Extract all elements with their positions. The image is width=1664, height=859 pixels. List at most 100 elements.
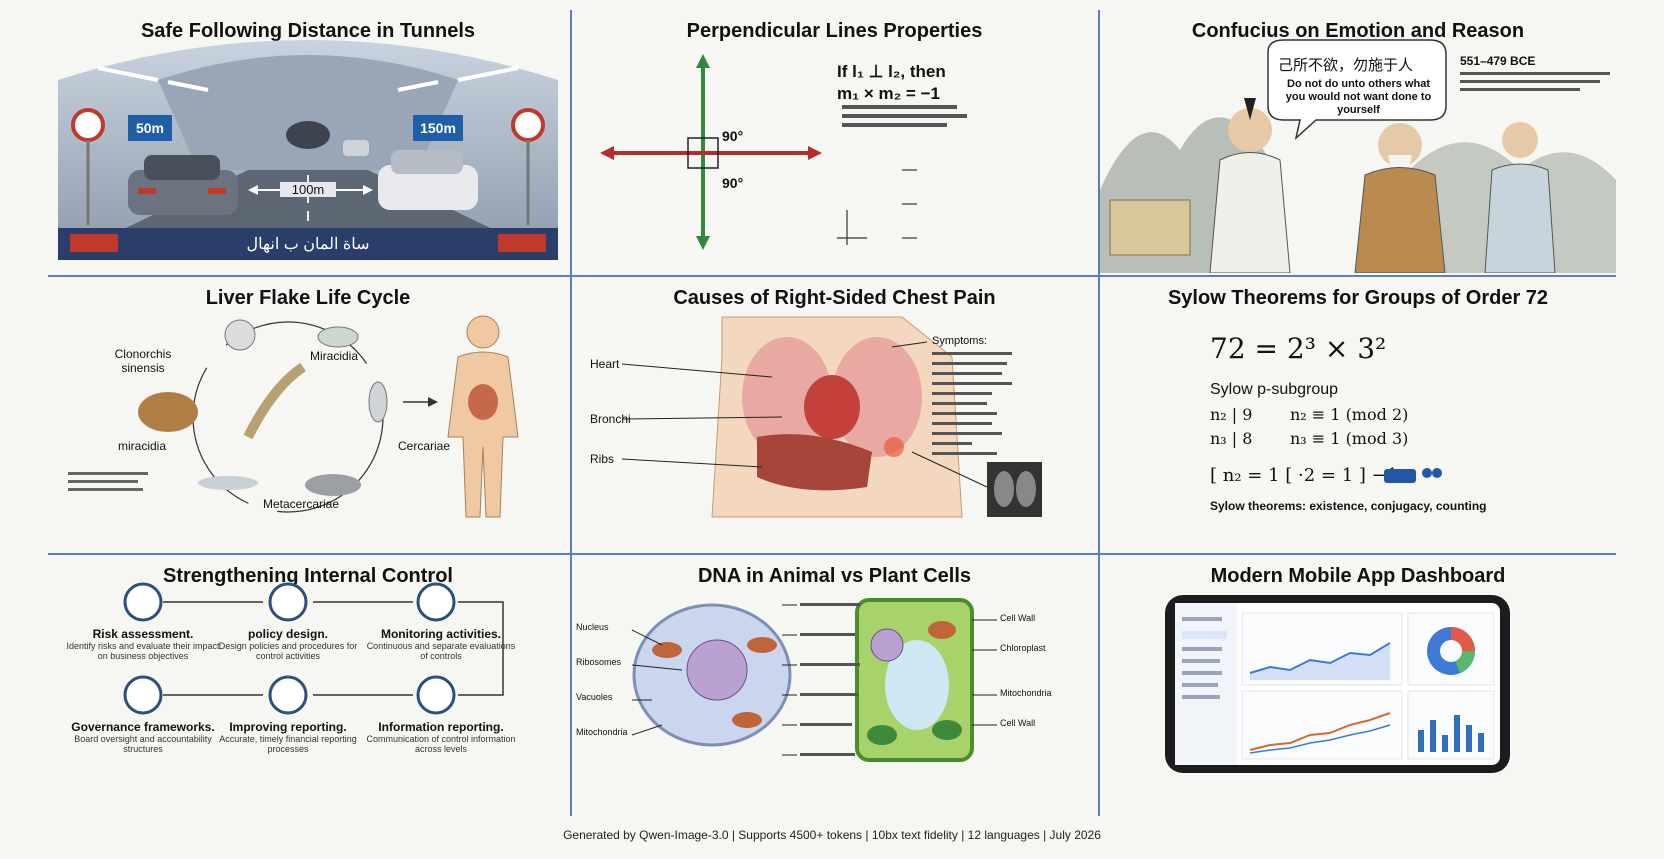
chloroplast bbox=[932, 720, 962, 740]
grid-divider bbox=[570, 10, 572, 816]
redia-icon bbox=[368, 381, 388, 423]
panel-title: DNA in Animal vs Plant Cells bbox=[697, 565, 972, 587]
no-overtaking-sign-icon bbox=[511, 108, 545, 142]
life-cycle-label: Cercariae bbox=[398, 439, 451, 453]
distance-label: 100m bbox=[280, 182, 336, 197]
control-step: Monitoring activities. Continuous and se… bbox=[366, 627, 516, 661]
mobile-dashboard-panel: Modern Mobile App Dashboard bbox=[1100, 555, 1616, 816]
sylow-footer: Sylow theorems: existence, conjugacy, co… bbox=[1210, 499, 1487, 513]
panel-title: Confucius on Emotion and Reason bbox=[1191, 20, 1525, 42]
sylow-conclusion: [ n₂ = 1 [ ·2 = 1 ] −1₂ bbox=[1210, 465, 1406, 486]
chest-anatomy-diagram bbox=[621, 316, 1042, 518]
liver bbox=[757, 434, 872, 491]
chloroplast bbox=[867, 725, 897, 745]
control-step: Governance frameworks. Board oversight a… bbox=[71, 720, 215, 754]
sylow-condition: n₃ | 8 bbox=[1210, 429, 1253, 448]
disciple-figure bbox=[1484, 122, 1556, 273]
bar-chart bbox=[1418, 715, 1484, 752]
animal-cell-label: Vacuoles bbox=[576, 692, 613, 702]
animal-cell-label: Mitochondria bbox=[576, 727, 628, 737]
control-step: policy design. Design policies and proce… bbox=[218, 627, 358, 661]
grid-divider bbox=[48, 553, 1616, 555]
nucleus bbox=[870, 628, 904, 662]
miracidium-icon bbox=[317, 326, 359, 348]
plant-cell-label: Mitochondria bbox=[1000, 688, 1052, 698]
panel-title: Perpendicular Lines Properties bbox=[686, 20, 983, 42]
chest-label: Heart bbox=[590, 357, 620, 371]
confucius-panel: Confucius on Emotion and Reason bbox=[1100, 10, 1616, 273]
grid-divider bbox=[48, 275, 1616, 277]
dashboard-mockup bbox=[1165, 595, 1510, 773]
control-step: Information reporting. Communication of … bbox=[366, 720, 516, 754]
control-step: Improving reporting. Accurate, timely fi… bbox=[219, 720, 357, 754]
symptoms-heading: Symptoms: bbox=[932, 335, 988, 347]
internal-control-panel: Strengthening Internal Control Risk asse… bbox=[48, 555, 568, 816]
plant-cell-label: Cell Wall bbox=[1000, 718, 1036, 728]
grid-divider bbox=[1098, 10, 1100, 816]
angle-label-bottom: 90° bbox=[722, 175, 744, 191]
cercaria-icon bbox=[198, 476, 258, 490]
dot-icon bbox=[1422, 468, 1432, 478]
plant-cell-label: Chloroplast bbox=[1000, 643, 1046, 653]
perpendicular-diagram bbox=[600, 54, 967, 250]
sylow-subheading: Sylow p-subgroup bbox=[1210, 381, 1339, 398]
policy-icon bbox=[268, 582, 308, 622]
chinese-quote: 己所不欲，勿施于人 bbox=[1278, 56, 1414, 74]
sylow-congruence: n₃ ≡ 1 (mod 3) bbox=[1290, 429, 1409, 448]
speech-bubble bbox=[1267, 39, 1447, 141]
footer-caption: Generated by Qwen-Image-3.0 | Supports 4… bbox=[563, 828, 1101, 842]
life-cycle-label: Clonorchis sinensis bbox=[114, 347, 172, 375]
angle-label-top: 90° bbox=[722, 128, 744, 144]
report-icon bbox=[268, 675, 308, 715]
mitochondrion bbox=[732, 712, 762, 728]
person-icon bbox=[416, 675, 456, 715]
panel-title: Liver Flake Life Cycle bbox=[205, 287, 411, 309]
chest-label: Ribs bbox=[590, 452, 615, 466]
panel-title: Safe Following Distance in Tunnels bbox=[140, 20, 476, 42]
control-flow-diagram bbox=[123, 582, 504, 715]
animal-cell-label: Ribosomes bbox=[576, 657, 622, 667]
sylow-panel: Sylow Theorems for Groups of Order 72 72… bbox=[1100, 277, 1616, 551]
life-cycle-diagram bbox=[68, 315, 519, 518]
gear-icon bbox=[416, 582, 456, 622]
mitochondrion bbox=[928, 621, 956, 639]
panel-title: Sylow Theorems for Groups of Order 72 bbox=[1167, 287, 1549, 309]
left-lung bbox=[832, 337, 922, 457]
right-lung bbox=[742, 337, 832, 457]
factorization: 72 = 2³ × 3² bbox=[1210, 332, 1387, 365]
dot-icon bbox=[1432, 468, 1442, 478]
panel-title: Modern Mobile App Dashboard bbox=[1210, 565, 1506, 587]
perpendicular-panel: Perpendicular Lines Properties If l₁ bbox=[572, 10, 1097, 273]
confucius-figure bbox=[1209, 98, 1291, 273]
panel-title: Causes of Right-Sided Chest Pain bbox=[673, 287, 996, 309]
control-step: Risk assessment. Identify risks and eval… bbox=[66, 627, 220, 661]
egg-icon bbox=[224, 319, 256, 351]
bank-icon bbox=[123, 582, 163, 622]
sylow-condition: n₂ | 9 bbox=[1210, 405, 1253, 424]
confucius-illustration bbox=[1100, 39, 1616, 273]
panel-title: Strengthening Internal Control bbox=[163, 565, 453, 587]
mitochondrion bbox=[747, 637, 777, 653]
fish-icon bbox=[305, 474, 361, 496]
dna-cells-panel: DNA in Animal vs Plant Cells bbox=[572, 555, 1097, 816]
english-quote: Do not do unto others what you would not… bbox=[1285, 78, 1432, 116]
chest-pain-panel: Causes of Right-Sided Chest Pain Heart B… bbox=[572, 277, 1097, 551]
plant-cell-label: Cell Wall bbox=[1000, 613, 1036, 623]
snail-icon bbox=[138, 392, 198, 432]
perpendicular-formula-result: m₁ × m₂ = −1 bbox=[837, 84, 940, 103]
fluke-icon bbox=[243, 362, 306, 440]
animal-cell-label: Nucleus bbox=[576, 622, 609, 632]
chest-label: Bronchi bbox=[590, 412, 631, 426]
confucius-dates: 551–479 BCE bbox=[1460, 54, 1536, 68]
distance-sign-left: 50m bbox=[135, 120, 165, 136]
human-host-icon bbox=[447, 315, 519, 518]
bank-icon bbox=[123, 675, 163, 715]
heart bbox=[804, 375, 860, 439]
tag-icon bbox=[1384, 469, 1416, 483]
infographic-grid: Safe Following Distance in Tunnels bbox=[48, 10, 1616, 816]
liver-fluke-panel: Liver Flake Life Cycle Clonorchis sinens… bbox=[48, 277, 568, 551]
life-cycle-label: Metacercariae bbox=[263, 497, 340, 511]
life-cycle-label: miracidia bbox=[118, 439, 167, 453]
car-right bbox=[378, 150, 478, 210]
life-cycle-label: Miracidia bbox=[310, 349, 359, 363]
